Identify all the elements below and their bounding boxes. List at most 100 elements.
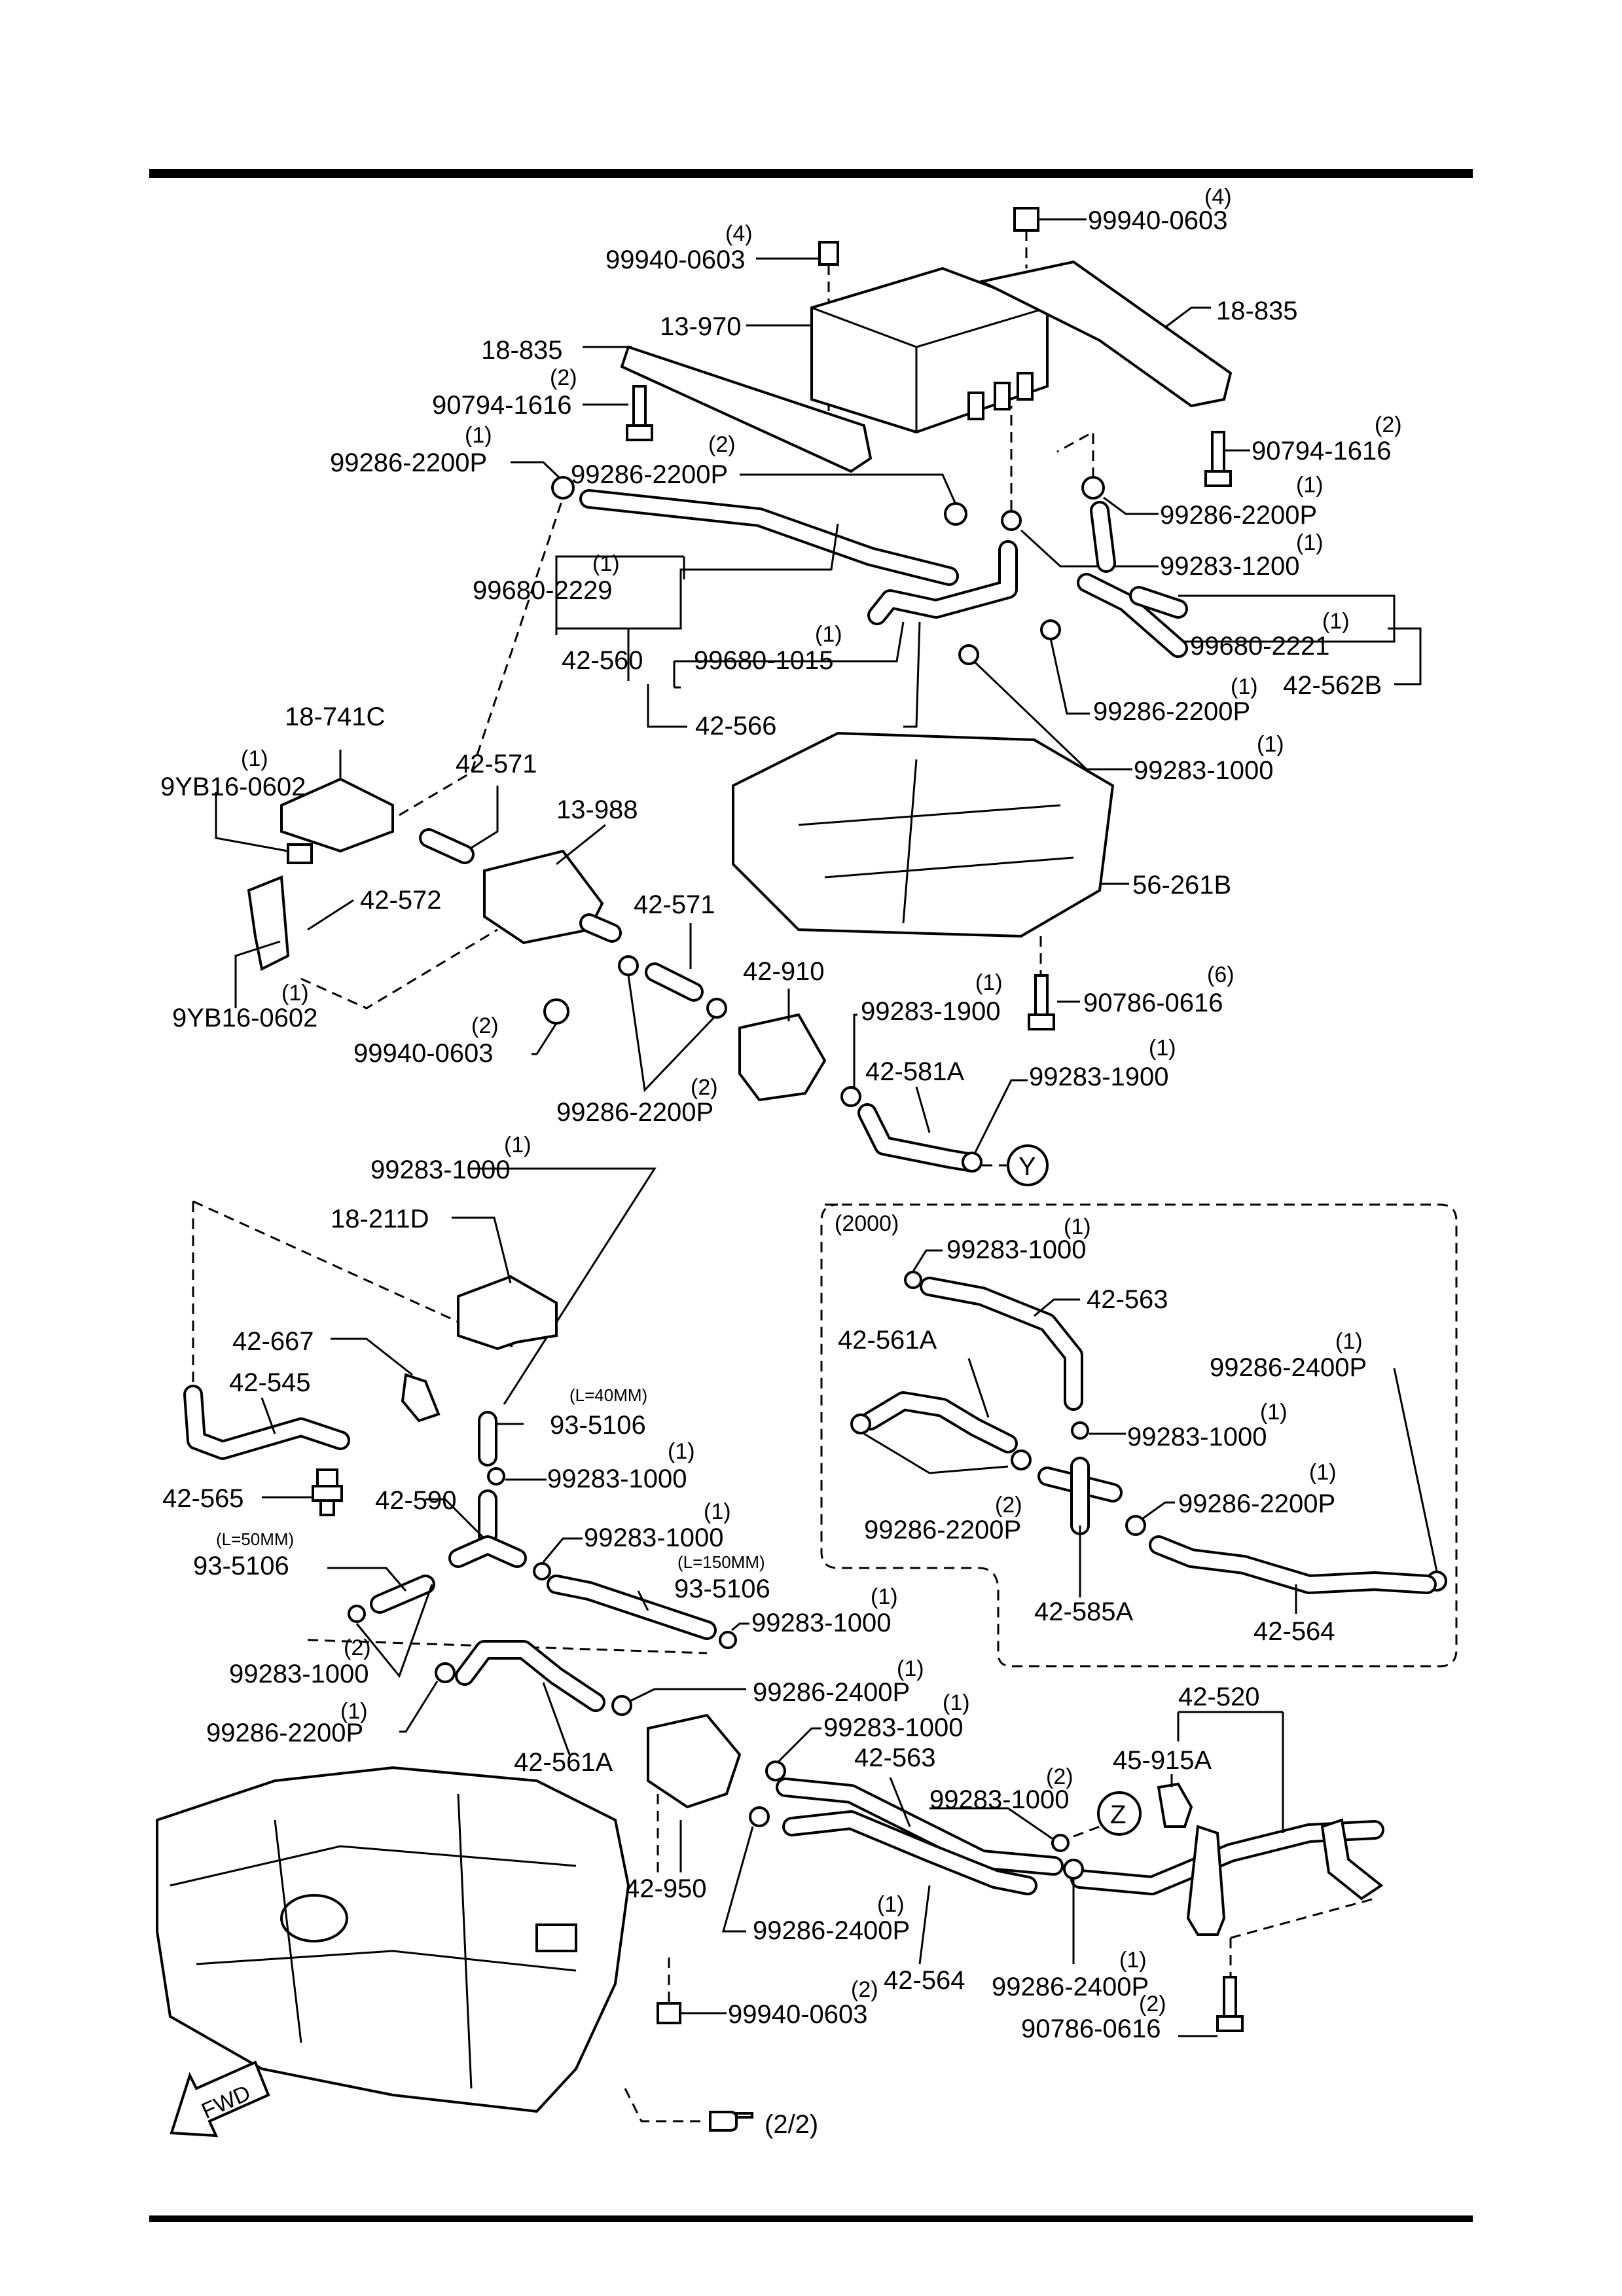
clip-e-qty: (2) [691,1075,718,1100]
bracket-915a-label: 45-915A [1113,1746,1212,1775]
clip-icon [1063,1859,1084,1880]
nut-icon [1013,207,1039,232]
clip-d-qty: (1) [1231,674,1258,699]
nut-icon [543,998,569,1025]
canister-body [810,266,1049,434]
clip-f-label: 99286-2200P [206,1719,363,1747]
clip-b-qty: (2) [708,432,736,457]
clip-i-qty: (1) [1119,1948,1147,1973]
hose-2229-label: 99680-2229 [473,576,613,605]
nut-9yb-a-qty: (1) [241,746,268,771]
clip-icon [1011,1449,1032,1470]
hose-560-label: 42-560 [562,646,643,675]
filter-988-label: 13-988 [556,795,638,824]
inset-clamp-1000a-label: 99283-1000 [946,1235,1087,1264]
inset-clip-2200b-qty: (2) [995,1493,1022,1518]
clamp-1000h-label: 99283-1000 [929,1785,1070,1814]
fwd-arrow-icon: FWD [170,2060,270,2138]
bracket-667-label: 42-667 [232,1327,314,1356]
hose-2221-qty: (1) [1322,609,1350,634]
clip-a-qty: (1) [465,423,492,448]
clamp-icon [1001,510,1022,531]
clamp-1900b-label: 99283-1900 [1029,1063,1169,1091]
inset-clip-2200b-label: 99286-2200P [864,1516,1021,1544]
ref-y-label: Y [1018,1152,1036,1181]
nut-9yb-a-label: 9YB16-0602 [160,773,306,801]
valve-910-shape [738,1013,827,1102]
valve-211d-label: 18-211D [331,1205,429,1233]
hose-5106b-len: (L=50MM) [216,1529,294,1549]
clamp-icon [840,1086,861,1107]
inset-2000: (2000) (1) 99283-1000 42-563 42-561A (1)… [820,1203,1458,1667]
middle-components: 18-741C (1) 9YB16-0602 42-571 13-988 56-… [160,497,1235,1186]
hose-571b-label: 42-571 [634,890,715,919]
clip-icon [706,998,727,1019]
hose-5106a-len: (L=40MM) [569,1385,647,1405]
bolt-616a-qty: (6) [1207,962,1235,987]
lower-left: (1) 99283-1000 18-211D 42-667 42-545 42-… [162,1133,924,1903]
clamp-1000d-label: 99283-1000 [584,1523,724,1552]
pump-950-label: 42-950 [625,1874,707,1903]
clamp-1000c-qty: (1) [668,1439,695,1464]
clamp-1000f-qty: (2) [344,1635,371,1660]
hose-2221-label: 99680-2221 [1190,632,1330,661]
hose-1015-qty: (1) [815,622,842,647]
clip-icon [618,955,639,976]
clip-c-qty: (1) [1296,473,1324,498]
pump-950-shape [647,1713,742,1809]
guard-261b-shape [732,731,1115,938]
hose-5106a-label: 93-5106 [550,1411,646,1440]
clamp-1000a-label: 99283-1000 [1134,756,1274,785]
clamp-1200-qty: (1) [1296,530,1324,555]
bracket-520-label: 42-520 [1178,1683,1260,1711]
hose-2229-qty: (1) [592,551,620,576]
clip-d-label: 99286-2200P [1093,697,1250,726]
clip-icon [944,502,967,526]
valve-565-shape [312,1468,343,1516]
lower-right: (1) 99283-1000 42-563 (2) 99283-1000 Z 4… [722,1683,1384,2043]
bracket-572-label: 42-572 [360,886,442,915]
clip-b-label: 99286-2200P [571,460,728,489]
bolt-616b-qty: (2) [1139,1992,1166,2016]
clamp-1900a-label: 99283-1900 [861,997,1001,1026]
bolt-left-label: 90794-1616 [432,391,572,420]
hose-545-label: 42-545 [229,1368,311,1397]
inset-hose-561a-label: 42-561A [838,1326,937,1355]
inset-joint-585a-label: 42-585A [1034,1597,1134,1626]
nut-9yb-b-label: 9YB16-0602 [172,1004,317,1032]
bracket-915a-shape [1157,1782,1193,1828]
hose-1015-label: 99680-1015 [694,646,834,675]
canister-assembly: (4) 99940-0603 (4) 99940-0603 13-970 18-… [432,185,1402,487]
clamp-icon [765,1760,786,1781]
tank-filler-opening [280,1894,348,1942]
clip-a-label: 99286-2200P [330,448,487,477]
upper-hoses: (1) 99286-2200P (2) 99286-2200P (1) 9928… [330,406,1422,785]
inset-clamp-1000b-qty: (1) [1260,1400,1288,1425]
nut-topright-qty: (4) [1204,185,1232,210]
bolt-right-label: 90794-1616 [1252,437,1392,465]
fuel-tank [156,1766,630,2113]
clamp-1000c-label: 99283-1000 [547,1465,687,1493]
clamp-1000g-label: 99283-1000 [823,1713,964,1742]
nut-top-label: 99940-0603 [605,246,746,274]
hose-564b-label: 42-564 [884,1966,965,1995]
inset-clip-2400-label: 99286-2400P [1210,1353,1367,1382]
clamp-1000f-label: 99283-1000 [229,1660,369,1688]
clamp-icon [1071,1421,1089,1440]
hose-571a-label: 42-571 [456,750,537,778]
bottom-rule [149,2215,1473,2222]
clamp-1900b-qty: (1) [1149,1036,1176,1061]
nut-icon [657,2002,681,2024]
nut-top-qty: (4) [725,221,753,246]
hose-5106b-label: 93-5106 [193,1552,289,1580]
clip-h-qty: (1) [877,1892,905,1917]
bolt-left-qty: (2) [550,365,577,390]
inset-clip-2200a-qty: (1) [1309,1460,1337,1485]
clamp-icon [533,1562,551,1580]
clip-f-qty: (1) [340,1699,368,1724]
clip-g-label: 99286-2400P [753,1678,910,1707]
bracket-left-label: 18-835 [481,336,563,365]
valve-211d-shape [457,1275,558,1351]
bolt-icon [1216,1976,1244,2032]
